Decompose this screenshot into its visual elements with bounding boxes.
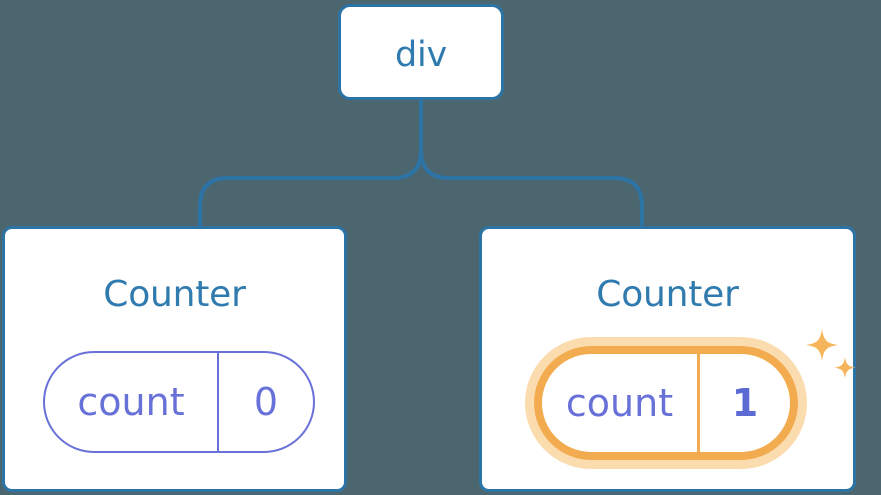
state-value-right: 1 bbox=[731, 381, 759, 425]
state-key-left: count bbox=[45, 353, 219, 451]
state-pill-right-wrapper: count 1 bbox=[525, 337, 807, 469]
sparkle-large-icon bbox=[806, 329, 838, 361]
state-value-left: 0 bbox=[253, 380, 279, 424]
sparkle-group bbox=[806, 329, 856, 379]
counter-node-left-label: Counter bbox=[103, 274, 246, 315]
div-node[interactable]: div bbox=[338, 4, 504, 100]
connector-path-right bbox=[419, 98, 644, 230]
counter-node-left[interactable]: Counter count 0 bbox=[2, 226, 347, 492]
div-node-label: div bbox=[394, 35, 448, 75]
state-pill-right[interactable]: count 1 bbox=[534, 346, 798, 460]
counter-node-right-label: Counter bbox=[596, 274, 739, 315]
state-pill-highlight-glow bbox=[525, 337, 807, 469]
state-key-right: count bbox=[542, 354, 700, 452]
state-pill-left[interactable]: count 0 bbox=[43, 351, 315, 453]
connector-path-left bbox=[198, 98, 423, 230]
sparkle-small-icon bbox=[834, 357, 856, 379]
counter-node-right[interactable]: Counter count 1 bbox=[479, 226, 856, 492]
